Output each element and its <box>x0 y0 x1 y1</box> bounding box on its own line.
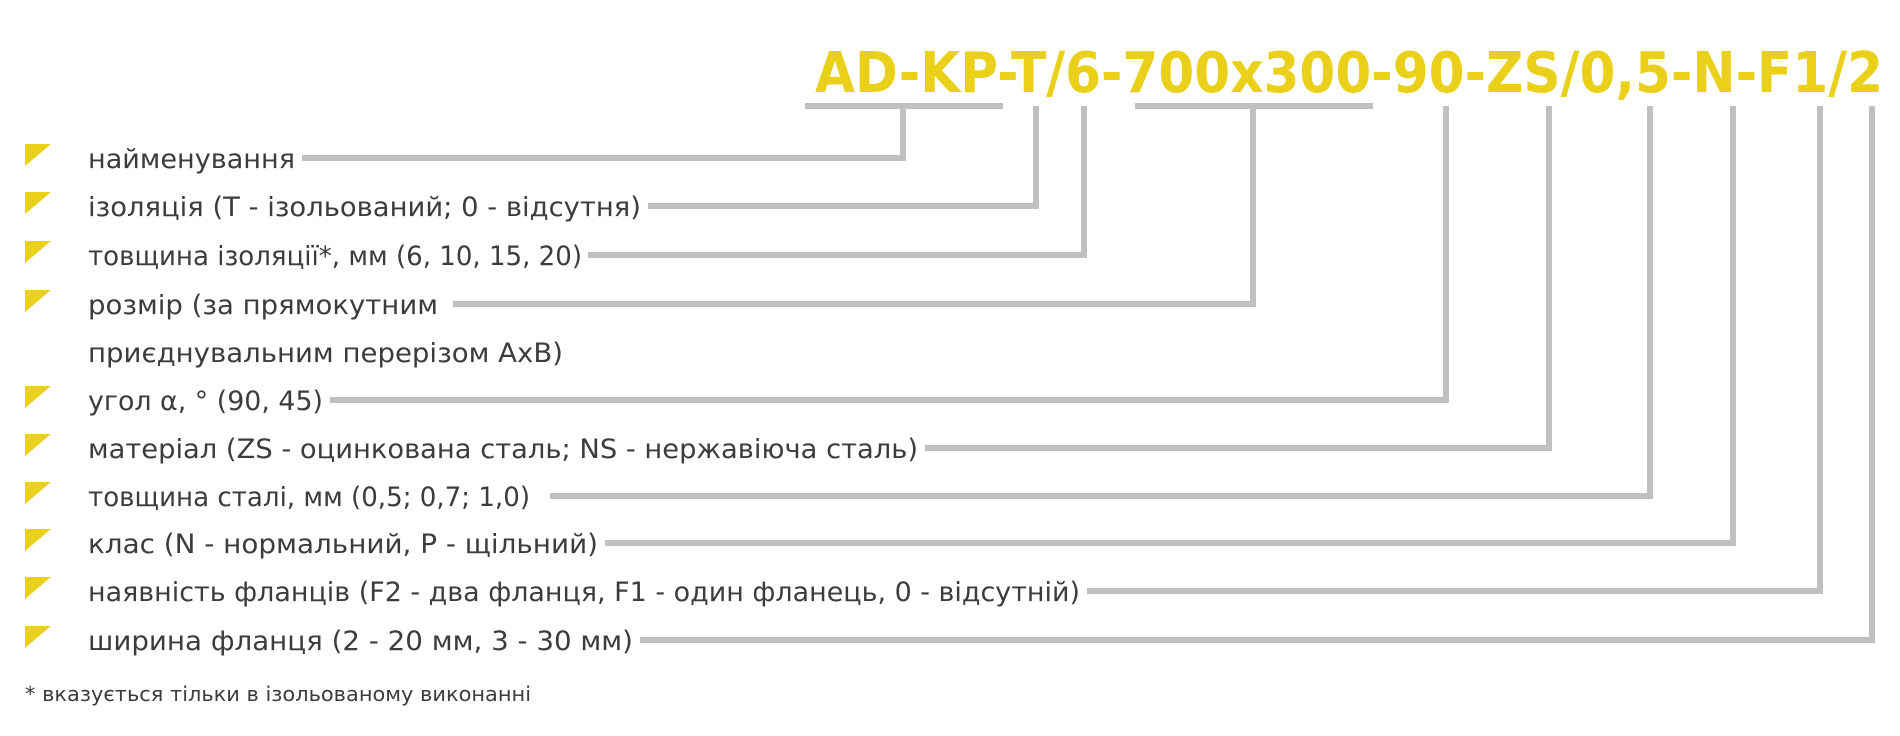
leader-line-name <box>302 103 1003 161</box>
bullet-marker-name <box>25 144 51 166</box>
legend-labels: найменування ізоляція (Т - ізольований; … <box>88 144 1080 657</box>
product-code: AD-KP-T/6-700x300-90-ZS/0,5-N-F1/2 <box>815 41 1883 106</box>
leader-line-flanges <box>1087 106 1823 594</box>
leader-line-insulation <box>648 106 1039 209</box>
bullet-marker-flanges <box>25 577 51 599</box>
label-size-continuation: приєднувальним перерізом АхВ) <box>88 338 563 369</box>
bullet-marker-steel-thickness <box>25 482 51 504</box>
label-class: клас (N - нормальний, P - щільний) <box>88 529 598 560</box>
bullet-marker-angle <box>25 386 51 408</box>
label-size: розмір (за прямокутним <box>88 290 438 321</box>
label-flange-width: ширина фланця (2 - 20 мм, 3 - 30 мм) <box>88 626 633 657</box>
footnote: * вказується тільки в ізольованому викон… <box>25 682 531 706</box>
label-insulation-thickness: товщина ізоляції*, мм (6, 10, 15, 20) <box>88 241 582 272</box>
bullet-marker-size <box>25 290 51 312</box>
leader-line-insulation-thickness <box>588 106 1087 258</box>
label-name: найменування <box>88 144 295 175</box>
bullet-markers <box>25 144 51 648</box>
bullet-marker-material <box>25 434 51 456</box>
leader-line-size <box>453 103 1373 307</box>
label-insulation: ізоляція (Т - ізольований; 0 - відсутня) <box>88 192 641 223</box>
leader-lines <box>302 103 1875 643</box>
bullet-marker-insulation-thickness <box>25 241 51 263</box>
leader-line-flange-width <box>640 106 1875 643</box>
label-material: матеріал (ZS - оцинкована сталь; NS - не… <box>88 434 918 465</box>
label-angle: угол α, ° (90, 45) <box>88 386 323 417</box>
bullet-marker-insulation <box>25 192 51 214</box>
leader-line-steel-thickness <box>550 106 1653 499</box>
leader-line-class <box>605 106 1736 546</box>
leader-line-angle <box>330 106 1449 403</box>
bullet-marker-flange-width <box>25 626 51 648</box>
label-steel-thickness: товщина сталі, мм (0,5; 0,7; 1,0) <box>88 482 530 513</box>
label-flanges: наявність фланців (F2 - два фланця, F1 -… <box>88 577 1080 608</box>
bullet-marker-class <box>25 529 51 551</box>
leader-line-material <box>925 106 1552 451</box>
